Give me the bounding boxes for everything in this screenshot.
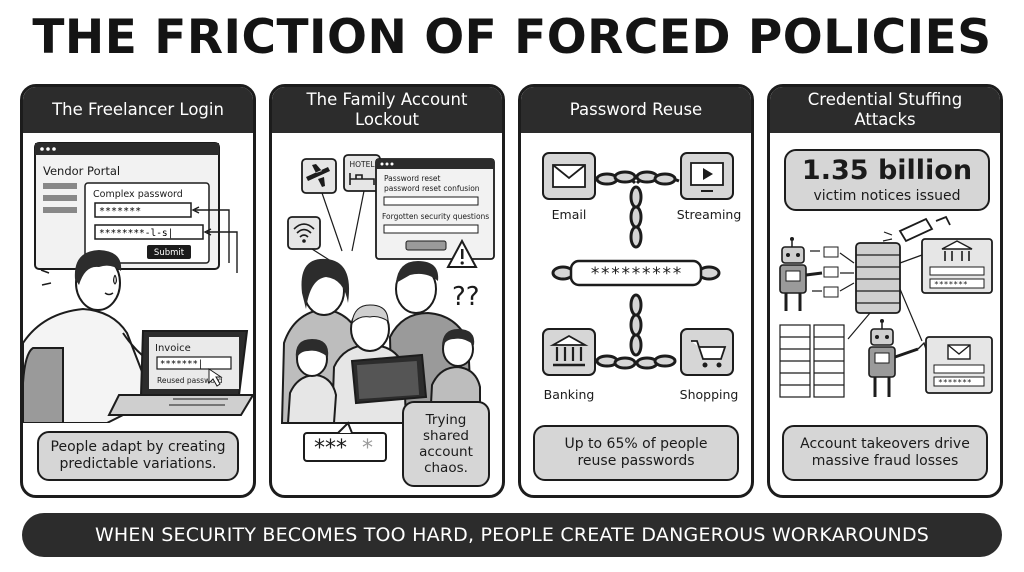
label-streaming: Streaming — [677, 207, 742, 222]
freelancer-illustration: Vendor Portal Complex password ******* *… — [23, 142, 253, 423]
panel-freelancer-login: The Freelancer Login Vendor Portal Compl… — [20, 84, 256, 498]
robot-icon — [868, 319, 936, 397]
submit-button-label: Submit — [154, 248, 185, 258]
cursor-icon — [208, 368, 223, 387]
question-marks: ?? — [452, 282, 480, 312]
wifi-icon — [287, 216, 321, 250]
masked-password-box: *** * — [303, 421, 387, 462]
bank-icon — [542, 328, 596, 376]
invoice-field-value: *******| — [160, 360, 203, 370]
label-banking: Banking — [544, 387, 595, 402]
shared-password-bar: ********* — [569, 259, 703, 287]
airplane-icon — [301, 158, 337, 194]
label-email: Email — [552, 207, 587, 222]
submit-button[interactable] — [147, 245, 191, 259]
password-field-2[interactable] — [94, 224, 204, 240]
password-field-1-value: ******* — [99, 206, 141, 217]
server-icon — [847, 242, 923, 342]
portal-title: Vendor Portal — [43, 164, 120, 178]
security-questions-label: Forgotten security questions — [382, 212, 489, 221]
password-reset-dialog: Password reset password reset confusion … — [375, 158, 495, 260]
robot-icon — [779, 237, 823, 311]
reset-button[interactable] — [405, 240, 447, 251]
data-stream — [810, 246, 855, 298]
invoice-password-field[interactable] — [156, 356, 232, 370]
panel-credential-stuffing: Credential Stuffing Attacks 1.35 billion… — [767, 84, 1003, 498]
password-field-2-value: ********-l-s| — [99, 228, 173, 239]
chain-icon — [551, 170, 721, 370]
bottom-banner: WHEN SECURITY BECOMES TOO HARD, PEOPLE C… — [22, 513, 1002, 557]
reset-line-1: Password reset — [384, 174, 440, 183]
hotel-label: HOTEL — [349, 160, 375, 169]
password-label: Complex password — [93, 189, 183, 200]
login-card: ******* — [925, 336, 993, 394]
hotel-icon: HOTEL — [343, 154, 381, 192]
panel-password-reuse: Password Reuse ********* Email — [518, 84, 754, 498]
server-farm — [779, 324, 845, 398]
warning-icon — [446, 238, 478, 268]
login-card: ******* — [921, 238, 993, 294]
page-title: THE FRICTION OF FORCED POLICIES — [32, 10, 992, 65]
streaming-icon — [680, 152, 734, 200]
vendor-portal-window: Vendor Portal Complex password ******* *… — [34, 142, 238, 273]
login-mask-1: ******* — [934, 280, 968, 289]
panel-header: Password Reuse — [521, 87, 751, 133]
caption: Up to 65% of people reuse passwords — [533, 425, 739, 481]
cart-icon — [680, 328, 734, 376]
family-group — [280, 258, 481, 424]
stat-value: 1.35 billion — [801, 155, 973, 186]
caption: People adapt by creating predictable var… — [37, 431, 239, 481]
speech-bubble-text: Trying shared account chaos. — [419, 412, 473, 476]
chain-password: ********* — [590, 264, 682, 284]
panel-header: The Family Account Lockout — [272, 87, 502, 133]
label-shopping: Shopping — [680, 387, 739, 402]
password-field-1[interactable] — [94, 202, 192, 218]
invoice-title: Invoice — [155, 343, 191, 354]
login-mask-2: ******* — [938, 378, 972, 387]
invoice-note: Reused password — [157, 376, 223, 385]
caption: Account takeovers drive massive fraud lo… — [782, 425, 988, 481]
email-icon — [542, 152, 596, 200]
password-mask: *** — [314, 436, 347, 461]
stat-box: 1.35 billion victim notices issued — [784, 149, 990, 211]
password-mask-faded: * — [362, 436, 373, 461]
credential-stuffing-illustration: ******* ******* — [779, 215, 993, 398]
panel-header: Credential Stuffing Attacks — [770, 87, 1000, 133]
panel-header: The Freelancer Login — [23, 87, 253, 133]
stat-label: victim notices issued — [813, 188, 961, 204]
password-reuse-illustration: ********* Email Streaming Banking Sh — [542, 152, 742, 402]
laptop: Invoice *******| Reused password — [107, 330, 253, 416]
reset-line-2: password reset confusion — [384, 184, 480, 193]
speech-bubble: Trying shared account chaos. — [402, 401, 490, 487]
family-illustration: HOTEL Password reset password reset conf… — [280, 154, 495, 462]
panel-family-lockout: The Family Account Lockout HOTEL Passwor… — [269, 84, 505, 498]
